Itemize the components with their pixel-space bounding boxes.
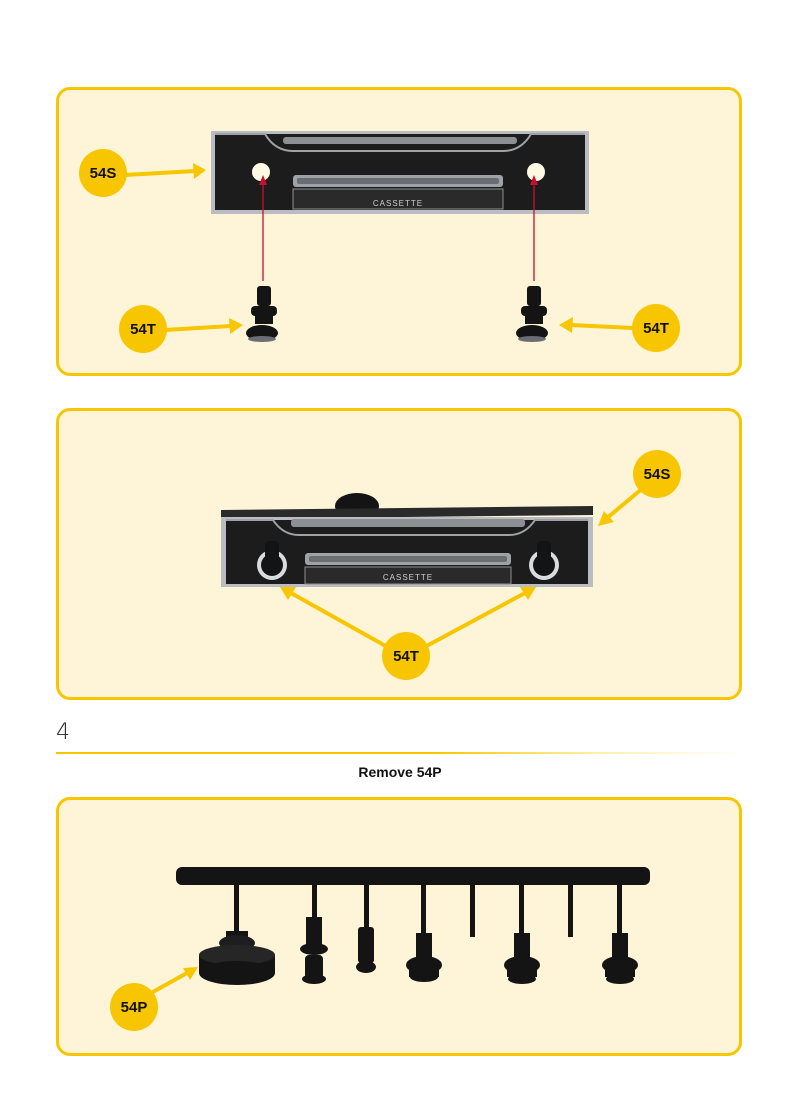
callout-54s: 54S — [79, 149, 127, 197]
sprue-part-6 — [602, 933, 638, 984]
callout-54s-assembled: 54S — [633, 450, 681, 498]
cassette-label-assembled: CASSETTE — [383, 573, 433, 582]
panel-step-sprue: 54P — [56, 797, 742, 1056]
callout-54p: 54P — [110, 983, 158, 1031]
svg-text:54T: 54T — [393, 648, 419, 665]
radio-faceplate-54s: CASSETTE — [79, 131, 680, 353]
panel-step-faceplate-parts: CASSETTE — [56, 87, 742, 376]
sprue-part-2 — [300, 917, 328, 984]
callout-54t-left: 54T — [119, 305, 167, 353]
knob-installed-right — [529, 541, 559, 580]
svg-text:54S: 54S — [90, 165, 117, 182]
svg-text:54T: 54T — [643, 320, 669, 337]
svg-text:54T: 54T — [130, 321, 156, 338]
panel-2-illustration: CASSETTE 54S — [221, 450, 681, 680]
svg-text:54P: 54P — [121, 999, 148, 1016]
callout-54t-right: 54T — [632, 304, 680, 352]
sprue-part-4 — [406, 933, 442, 982]
callout-54t-assembled: 54T — [382, 632, 430, 680]
panel-step-faceplate-assembled: CASSETTE 54S — [56, 408, 742, 700]
step-number: 4 — [56, 720, 70, 745]
knob-hole-right — [527, 163, 545, 181]
radio-faceplate-assembled: CASSETTE — [221, 493, 593, 587]
svg-text:54S: 54S — [644, 466, 671, 483]
sprue-frame — [176, 867, 650, 985]
step-instruction: Remove 54P — [358, 764, 442, 780]
knob-hole-left — [252, 163, 270, 181]
cassette-label: CASSETTE — [373, 199, 423, 208]
sprue-part-5 — [504, 933, 540, 984]
knob-54t-right — [516, 286, 548, 342]
knob-54t-left — [246, 286, 278, 342]
knob-installed-left — [257, 541, 287, 580]
slot-top — [283, 137, 517, 144]
sprue-part-3 — [356, 927, 376, 973]
part-54p — [199, 931, 275, 985]
step-divider — [56, 752, 742, 754]
panel-1-illustration: CASSETTE — [79, 131, 680, 353]
panel-3-illustration: 54P — [110, 867, 650, 1031]
